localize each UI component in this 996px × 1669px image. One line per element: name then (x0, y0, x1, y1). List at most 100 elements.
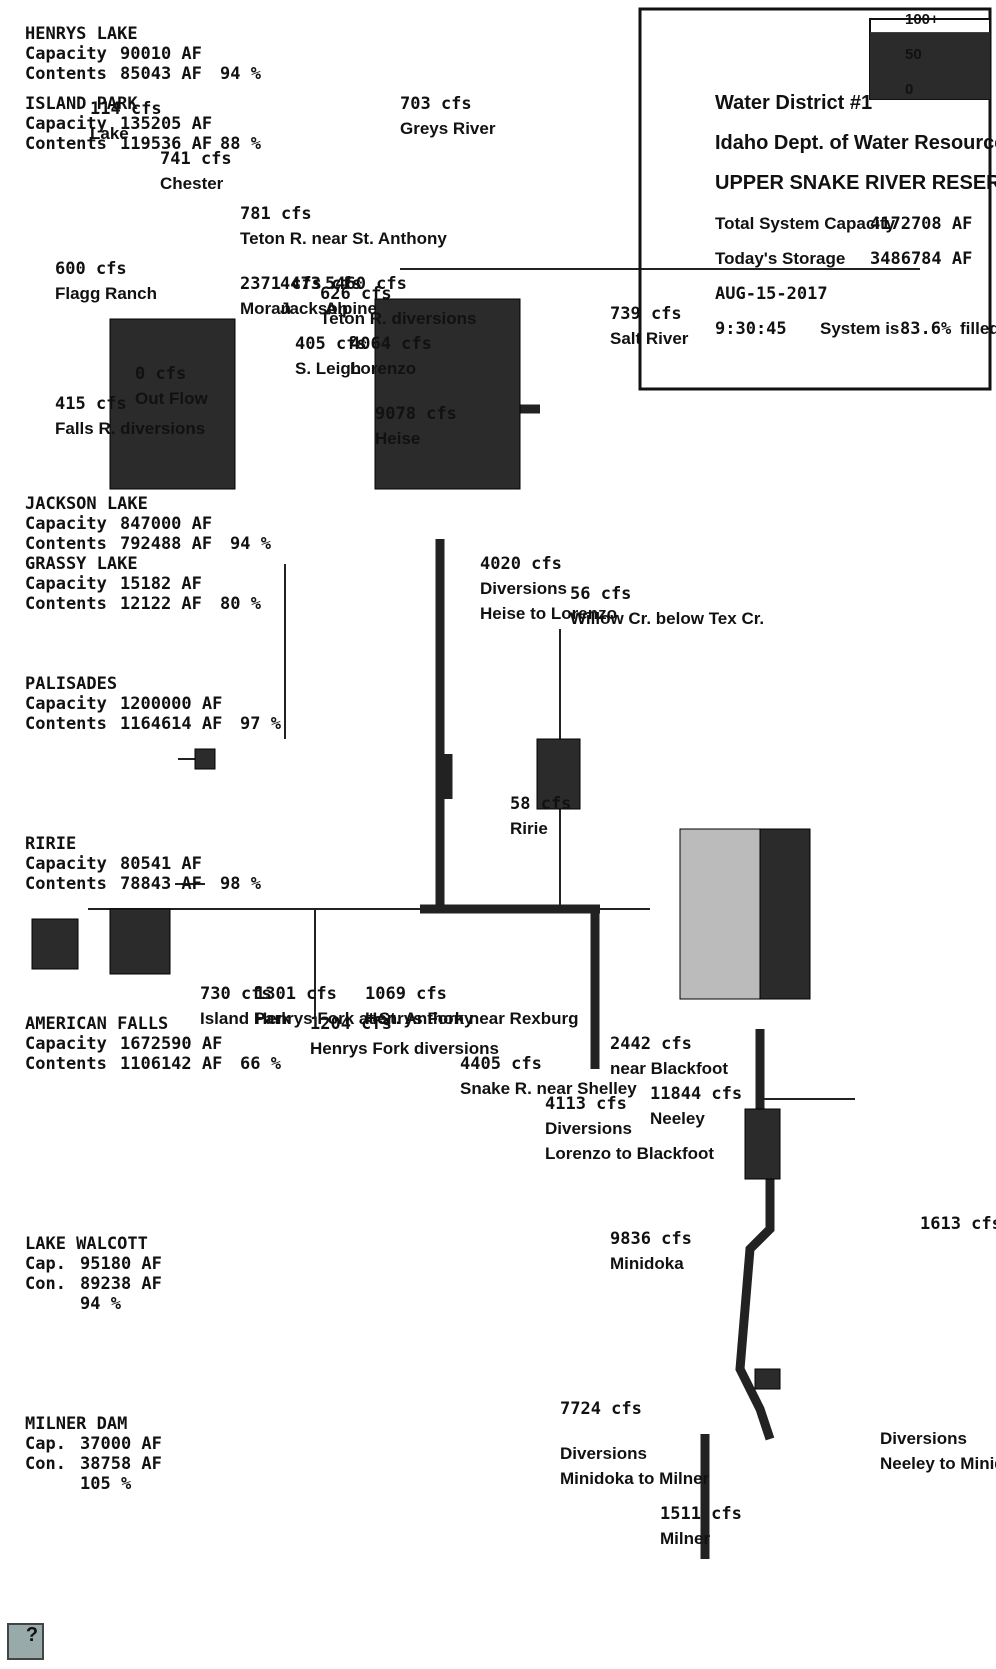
reservoir-shapes (31, 298, 811, 1390)
flow-island-park-out: 730 cfs Island Park (200, 984, 291, 1028)
palisades-percent: 97 % (240, 714, 282, 734)
district-title: Water District #1 (715, 92, 872, 114)
island-park-name: ISLAND PARK (25, 94, 138, 114)
milner-dam-shape (754, 1368, 781, 1390)
svg-text:Diversions: Diversions (880, 1429, 967, 1448)
svg-text:5460 cfs: 5460 cfs (325, 274, 407, 294)
gauge-label-bottom: 0 (905, 81, 913, 98)
svg-text:1301 cfs: 1301 cfs (255, 984, 337, 1004)
grassy-lake-name: GRASSY LAKE (25, 554, 138, 574)
grassy-lake-capacity: 15182 AF (120, 574, 202, 594)
filled-label: filled (960, 319, 996, 338)
system-title: UPPER SNAKE RIVER RESERVOIR SYSTEM (715, 172, 996, 194)
flow-lorenzo: 4064 cfs Lorenzo (350, 334, 432, 378)
lake-walcott-contents: 89238 AF (80, 1274, 162, 1294)
help-button-frame[interactable] (7, 1623, 44, 1660)
palisades-contents-label: Contents (25, 714, 107, 734)
flow-milner: 1511 cfs Milner (660, 1504, 742, 1548)
svg-text:Heise: Heise (375, 429, 420, 448)
svg-text:600 cfs: 600 cfs (55, 259, 127, 279)
svg-text:Flagg Ranch: Flagg Ranch (55, 284, 157, 303)
american-falls-contents-label: Contents (25, 1054, 107, 1074)
svg-text:Chester: Chester (160, 174, 224, 193)
reservoir-labels: HENRYS LAKE Capacity 90010 AF Contents 8… (25, 24, 282, 1494)
lake-walcott-name: LAKE WALCOTT (25, 1234, 148, 1254)
lake-walcott-percent: 94 % (80, 1294, 122, 1314)
american-falls-name: AMERICAN FALLS (25, 1014, 168, 1034)
grassy-lake-contents-label: Contents (25, 594, 107, 614)
system-is-label: System is (820, 319, 899, 338)
henrys-lake-contents-label: Contents (25, 64, 107, 84)
jackson-lake-contents-label: Contents (25, 534, 107, 554)
ririe-capacity: 80541 AF (120, 854, 202, 874)
milner-dam-contents-label: Con. (25, 1454, 66, 1474)
time: 9:30:45 (715, 319, 787, 339)
flow-chester: 741 cfs Chester (160, 149, 232, 193)
svg-text:Falls R. diversions: Falls R. diversions (55, 419, 205, 438)
flow-lorenzo-to-blackfoot: 4113 cfs Diversions Lorenzo to Blackfoot (545, 1094, 714, 1163)
henrys-lake-label: HENRYS LAKE Capacity 90010 AF Contents 8… (25, 24, 262, 84)
grassy-lake-contents: 12122 AF (120, 594, 202, 614)
svg-text:Moran: Moran (240, 299, 291, 318)
ririe-shape (536, 738, 581, 810)
svg-text:415 cfs: 415 cfs (55, 394, 127, 414)
help-button-label[interactable]: ? (26, 1624, 38, 1646)
grassy-lake-percent: 80 % (220, 594, 262, 614)
svg-text:Teton R. near St. Anthony: Teton R. near St. Anthony (240, 229, 447, 248)
flow-ririe-out: 58 cfs Ririe (510, 794, 571, 838)
svg-text:Snake R. near Shelley: Snake R. near Shelley (460, 1079, 637, 1098)
svg-text:Island Park: Island Park (200, 1009, 291, 1028)
flow-s-leigh: 405 cfs S. Leigh (295, 334, 367, 378)
american-falls-capacity: 1672590 AF (120, 1034, 222, 1054)
svg-text:4405 cfs: 4405 cfs (460, 1054, 542, 1074)
total-capacity-value: 4172708 AF (870, 214, 972, 234)
help-button[interactable]: ? (7, 1623, 44, 1660)
svg-text:739 cfs: 739 cfs (610, 304, 682, 324)
svg-text:405 cfs: 405 cfs (295, 334, 367, 354)
svg-text:Out Flow: Out Flow (135, 389, 208, 408)
jackson-lake-shape (109, 318, 236, 490)
flow-teton-diversions: 626 cfs Teton R. diversions (320, 284, 477, 328)
milner-dam-contents: 38758 AF (80, 1454, 162, 1474)
flow-teton-st-anthony: 781 cfs Teton R. near St. Anthony (240, 204, 447, 248)
svg-text:Lorenzo: Lorenzo (350, 359, 416, 378)
milner-dam-capacity-label: Cap. (25, 1434, 66, 1454)
svg-text:7724 cfs: 7724 cfs (560, 1399, 642, 1419)
svg-text:730 cfs: 730 cfs (200, 984, 272, 1004)
jackson-lake-contents: 792488 AF (120, 534, 212, 554)
lake-walcott-shape (744, 1108, 781, 1180)
svg-text:Minidoka to Milner: Minidoka to Milner (560, 1469, 710, 1488)
svg-text:Henrys Fork near Rexburg: Henrys Fork near Rexburg (365, 1009, 579, 1028)
island-park-capacity-label: Capacity (25, 114, 107, 134)
svg-text:Salt River: Salt River (610, 329, 689, 348)
jackson-lake-capacity: 847000 AF (120, 514, 212, 534)
svg-text:Diversions: Diversions (545, 1119, 632, 1138)
palisades-name: PALISADES (25, 674, 117, 694)
svg-text:Diversions: Diversions (480, 579, 567, 598)
jackson-lake-percent: 94 % (230, 534, 272, 554)
lake-walcott-label: LAKE WALCOTT Cap. 95180 AF Con. 89238 AF… (25, 1234, 162, 1314)
svg-text:Alpine: Alpine (325, 299, 377, 318)
palisades-contents: 1164614 AF (120, 714, 222, 734)
svg-text:Lake: Lake (90, 124, 129, 143)
svg-text:703 cfs: 703 cfs (400, 94, 472, 114)
milner-dam-label: MILNER DAM Cap. 37000 AF Con. 38758 AF 1… (25, 1414, 162, 1494)
ririe-label: RIRIE Capacity 80541 AF Contents 78843 A… (25, 834, 262, 894)
svg-text:Heise to Lorenzo: Heise to Lorenzo (480, 604, 617, 623)
svg-text:Neeley to Minidoka: Neeley to Minidoka (880, 1454, 996, 1473)
flow-falls-r-diversions: 415 cfs Falls R. diversions (55, 394, 205, 438)
island-park-capacity: 135205 AF (120, 114, 212, 134)
svg-text:1613 cfs: 1613 cfs (920, 1214, 996, 1234)
svg-text:Teton R. diversions: Teton R. diversions (320, 309, 477, 328)
henrys-lake-contents: 85043 AF (120, 64, 202, 84)
palisades-capacity-label: Capacity (25, 694, 107, 714)
milner-dam-capacity: 37000 AF (80, 1434, 162, 1454)
henrys-lake-name: HENRYS LAKE (25, 24, 138, 44)
island-park-contents-label: Contents (25, 134, 107, 154)
island-park-shape (109, 908, 171, 975)
flow-lake: 114 cfs Lake (90, 99, 162, 143)
svg-text:Henrys Fork diversions: Henrys Fork diversions (310, 1039, 499, 1058)
flow-minidoka: 9836 cfs Minidoka (610, 1229, 692, 1273)
svg-text:S. Leigh: S. Leigh (295, 359, 361, 378)
